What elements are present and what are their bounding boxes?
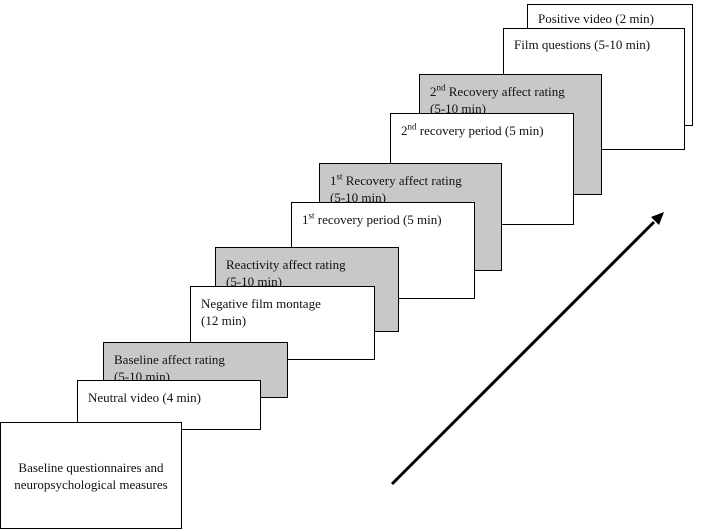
step-label: Positive video (2 min): [538, 11, 654, 26]
step-label: Negative film montage(12 min): [201, 296, 321, 328]
step-label: Film questions (5-10 min): [514, 37, 651, 52]
step-label: 2nd Recovery affect rating(5-10 min): [430, 82, 565, 116]
step-baseline-questionnaires: Baseline questionnaires and neuropsychol…: [0, 422, 182, 529]
step-label: 1st recovery period (5 min): [302, 210, 442, 227]
step-label: Reactivity affect rating(5-10 min): [226, 257, 346, 289]
arrow-head: [651, 212, 664, 225]
step-neutral-video: Neutral video (4 min): [77, 380, 261, 430]
step-label: Baseline questionnaires and neuropsychol…: [14, 459, 168, 492]
step-label: Neutral video (4 min): [88, 390, 201, 405]
step-label: 1st Recovery affect rating(5-10 min): [330, 171, 462, 205]
arrow-shaft: [390, 220, 656, 486]
step-label: 2nd recovery period (5 min): [401, 121, 544, 138]
